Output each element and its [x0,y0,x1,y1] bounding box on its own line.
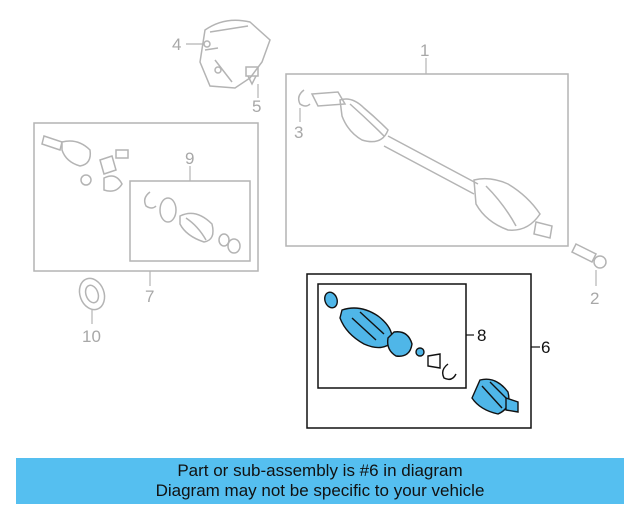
part-8-frame [317,283,467,389]
part-1-frame [285,73,569,247]
part-10-seal[interactable] [75,275,108,313]
callout-3[interactable]: 3 [294,123,303,142]
part-7-inner-joint[interactable] [41,135,129,192]
part-8-outer-boot-kit[interactable] [323,290,457,381]
part-6-frame [306,273,532,429]
part-3-clip[interactable] [297,89,311,107]
part-9-boot-kit[interactable] [143,191,241,254]
part-2-bolt[interactable] [570,242,607,269]
banner-line-1: Part or sub-assembly is #6 in diagram [177,461,463,480]
part-7-frame [33,122,259,272]
callout-7[interactable]: 7 [145,287,154,306]
callout-9[interactable]: 9 [185,149,194,168]
callout-1[interactable]: 1 [420,41,429,60]
callout-6[interactable]: 6 [541,338,550,357]
part-6-inner-boot[interactable] [471,378,519,415]
callout-2[interactable]: 2 [590,289,599,308]
part-4-heat-shield[interactable] [199,19,271,89]
banner-line-2: Diagram may not be specific to your vehi… [155,481,485,500]
callout-5[interactable]: 5 [252,97,261,116]
info-banner: Part or sub-assembly is #6 in diagram Di… [16,458,624,504]
callout-8[interactable]: 8 [477,326,486,345]
callout-4[interactable]: 4 [172,35,181,54]
callout-10[interactable]: 10 [82,327,101,346]
part-1-axle-shaft[interactable] [310,91,553,239]
part-5-bolt[interactable] [245,66,259,86]
